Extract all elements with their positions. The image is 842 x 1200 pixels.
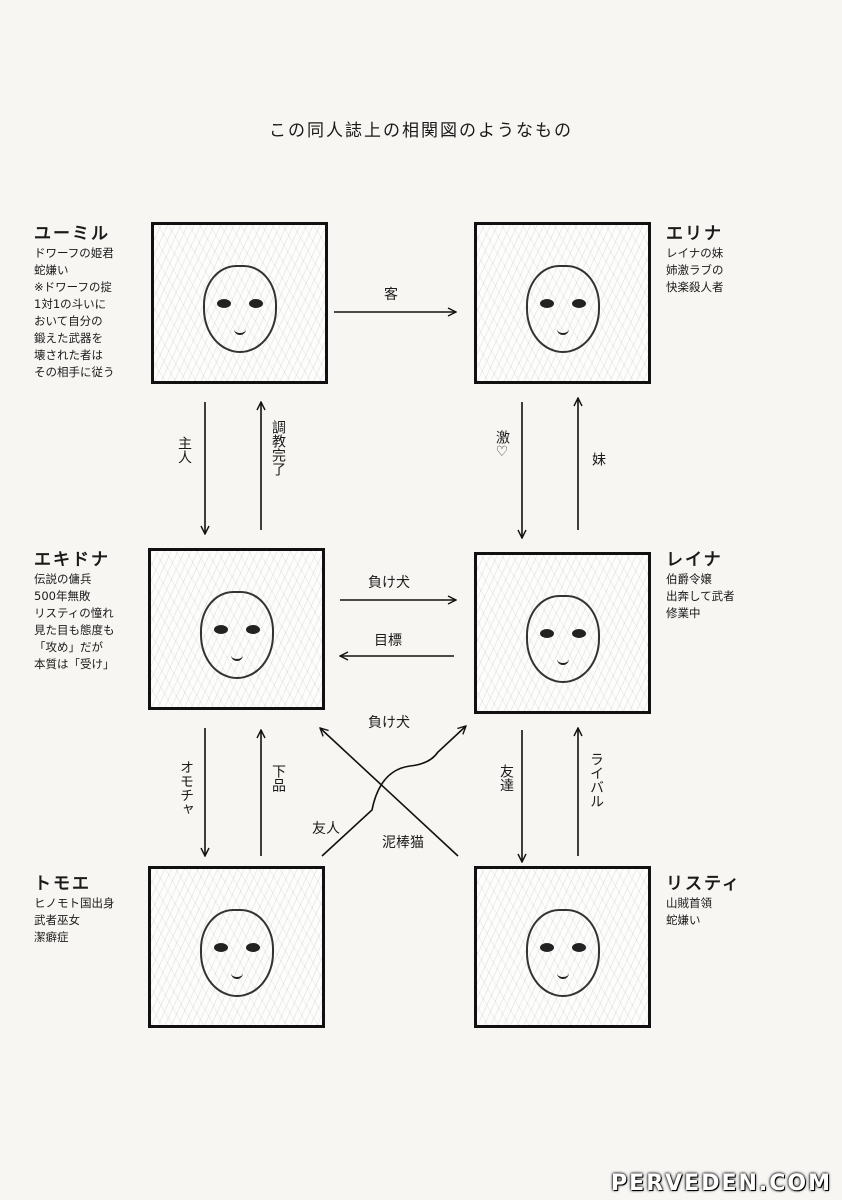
relation-label-reina-risty: 友達 <box>496 764 514 798</box>
relation-label-risty-echidna: 負け犬 <box>368 715 410 731</box>
relation-label-tomoe-echidna: 下品 <box>268 764 286 798</box>
portrait-erina <box>474 222 651 384</box>
char-line: 見た目も態度も <box>34 623 115 637</box>
relation-label-text: ライバル <box>588 752 604 808</box>
relation-label-reina-echidna: 目標 <box>374 633 402 649</box>
char-line: 潔癖症 <box>34 930 69 944</box>
relation-label-yumiru-echidna: 主人 <box>174 436 192 470</box>
char-line: 蛇嫌い <box>666 913 701 927</box>
char-line: リスティの憧れ <box>34 606 114 620</box>
char-line: ヒノモト国出身 <box>34 896 115 910</box>
char-risty: リスティ 山賊首領 蛇嫌い <box>666 876 741 929</box>
char-line: 出奔して武者 <box>666 589 735 603</box>
char-tomoe: トモエ ヒノモト国出身 武者巫女 潔癖症 <box>34 876 115 946</box>
relation-label-text: 妹 <box>590 452 606 466</box>
char-line: 修業中 <box>666 606 701 620</box>
char-line: 快楽殺人者 <box>666 280 724 294</box>
portrait-echidna <box>148 548 325 710</box>
char-echidna: エキドナ 伝説の傭兵 500年無敗 リスティの憧れ 見た目も態度も 「攻め」だが… <box>34 552 115 673</box>
relation-label-risty-reina: ライバル <box>586 752 604 814</box>
relation-label-text: 友達 <box>498 764 514 792</box>
relation-label-erina-reina: 激♡ <box>492 430 510 466</box>
char-line: 伯爵令嬢 <box>666 572 712 586</box>
relation-label-text: 主人 <box>176 436 192 464</box>
char-line: 「攻め」だが <box>34 640 103 654</box>
char-line: 壊された者は <box>34 348 103 362</box>
char-line: 500年無敗 <box>34 589 91 603</box>
site-watermark: PERVEDEN.COM <box>611 1171 832 1196</box>
char-name: ユーミル <box>34 224 110 244</box>
portrait-reina <box>474 552 651 714</box>
relation-label-text: 激♡ <box>494 430 510 460</box>
char-line: 1対1の斗いに <box>34 297 107 311</box>
char-line: おいて自分の <box>34 314 103 328</box>
relation-label-echidna-risty: 泥棒猫 <box>382 835 424 851</box>
relation-label-tomoe-reina: 友人 <box>312 821 340 837</box>
arrow-risty-echidna <box>320 728 459 857</box>
relation-label-text: オモチャ <box>178 760 194 816</box>
char-yumiru: ユーミル ドワーフの姫君 蛇嫌い ※ドワーフの掟 1対1の斗いに おいて自分の … <box>34 226 115 381</box>
char-line: 伝説の傭兵 <box>34 572 92 586</box>
char-line: 姉激ラブの <box>666 263 724 277</box>
char-line: 山賊首領 <box>666 896 712 910</box>
char-erina: エリナ レイナの妹 姉激ラブの 快楽殺人者 <box>666 226 724 296</box>
relation-label-yumiru-erina: 客 <box>384 287 398 303</box>
char-line: レイナの妹 <box>666 246 724 260</box>
relation-label-echidna-tomoe: オモチャ <box>176 760 194 822</box>
char-line: その相手に従う <box>34 365 115 379</box>
char-name: トモエ <box>34 874 91 894</box>
char-line: 本質は「受け」 <box>34 657 115 671</box>
char-line: 武者巫女 <box>34 913 80 927</box>
char-line: 鍛えた武器を <box>34 331 103 345</box>
relation-label-text: 調教完了 <box>270 420 286 476</box>
page-title: この同人誌上の相関図のようなもの <box>269 121 573 141</box>
portrait-risty <box>474 866 651 1028</box>
char-line: 蛇嫌い <box>34 263 69 277</box>
char-line: ※ドワーフの掟 <box>34 280 112 294</box>
char-name: リスティ <box>666 874 741 894</box>
relation-label-text: 下品 <box>270 764 286 792</box>
arrow-tomoe-reina <box>321 726 466 857</box>
char-line: ドワーフの姫君 <box>34 246 114 260</box>
portrait-yumiru <box>151 222 328 384</box>
char-name: エリナ <box>666 224 723 244</box>
relation-label-echidna-reina: 負け犬 <box>368 575 410 591</box>
relation-label-reina-erina: 妹 <box>588 452 606 472</box>
char-name: エキドナ <box>34 550 110 570</box>
portrait-tomoe <box>148 866 325 1028</box>
relation-label-echidna-yumiru: 調教完了 <box>268 420 286 482</box>
char-name: レイナ <box>666 550 723 570</box>
char-reina: レイナ 伯爵令嬢 出奔して武者 修業中 <box>666 552 735 622</box>
